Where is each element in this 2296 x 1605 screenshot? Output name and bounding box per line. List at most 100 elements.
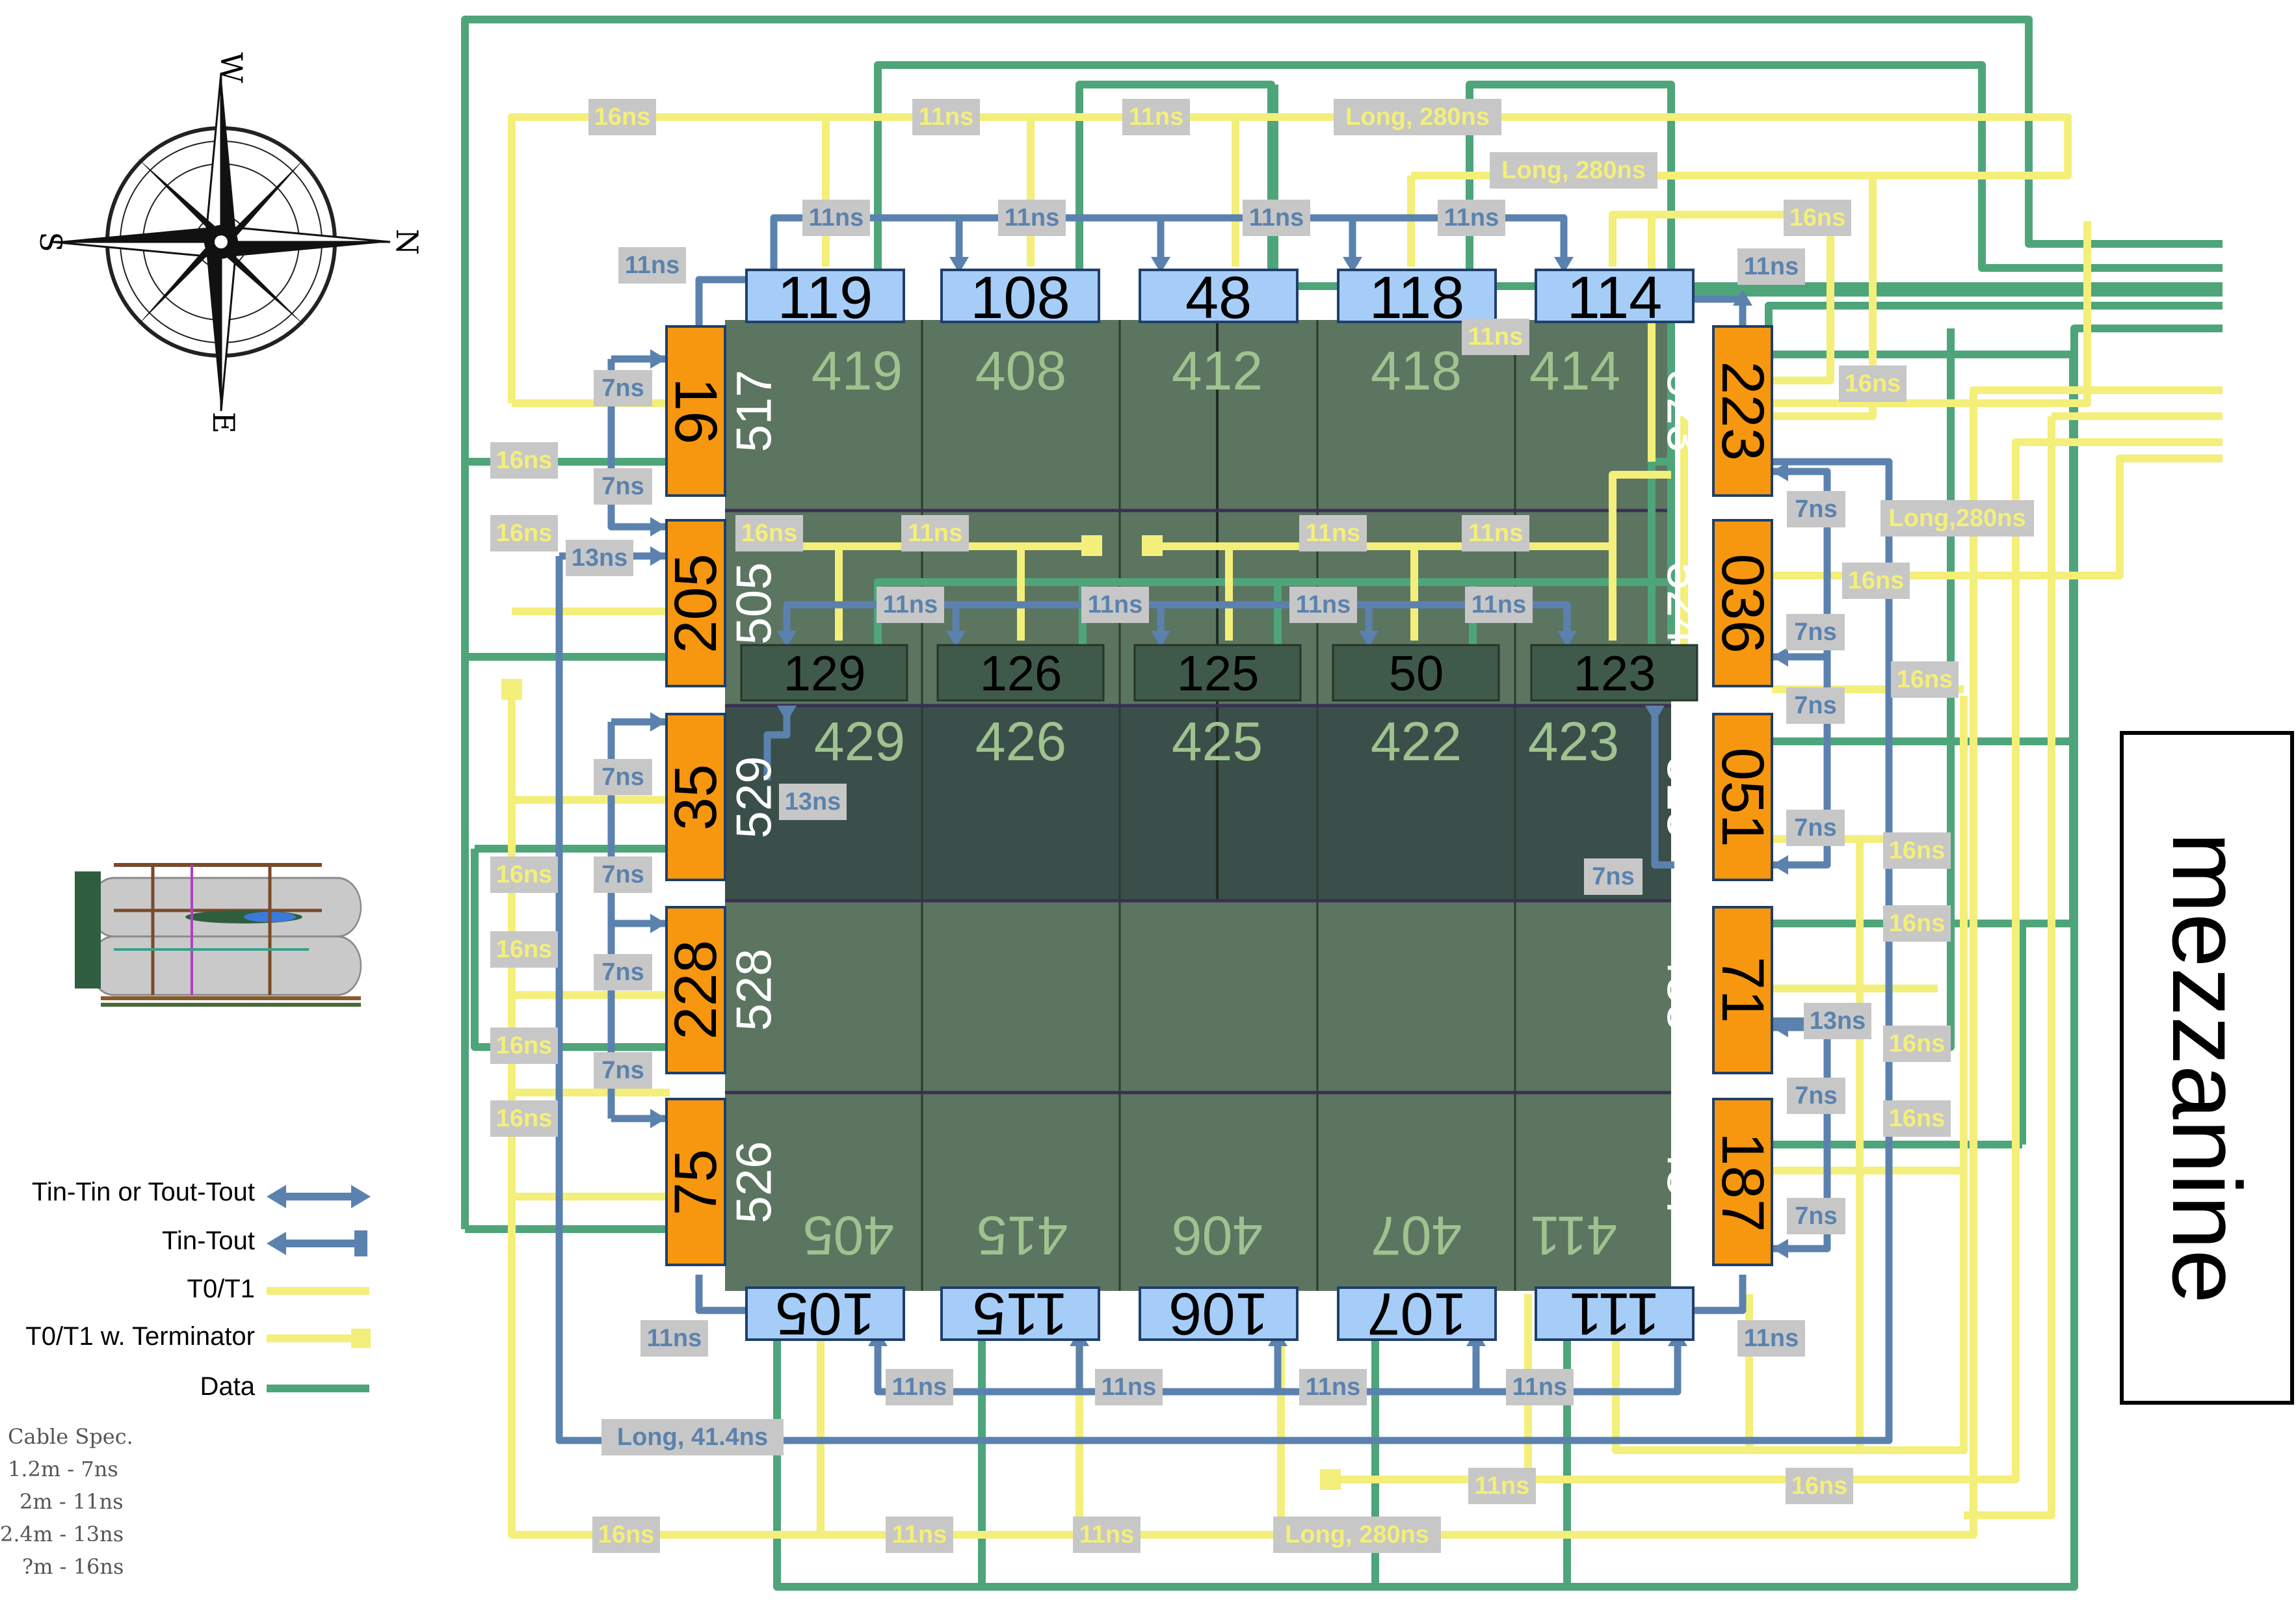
blue-cable-label-box [1289,587,1357,623]
blue-cable-label-box [1243,200,1310,236]
yellow-cable-label: 16ns [496,520,553,547]
compass-rose-icon: W E N S [33,52,425,433]
legend-item: T0/T1 w. Terminator [25,1322,371,1351]
legend-item: Data [200,1372,369,1401]
grid-label: 412 [1172,340,1263,401]
yellow-cable-label: 11ns [908,520,963,547]
top-module[interactable]: 48 [1139,265,1299,331]
blue-cable-label: 11ns [809,204,864,232]
yellow-cable-label-box [490,515,558,551]
yellow-cable-label: 16ns [1848,567,1905,594]
blue-cable-label-box [594,954,652,990]
right-module[interactable]: 036 524 [1657,519,1776,687]
yellow-cable-label-box [588,99,656,135]
blue-cable-label-box [1438,200,1505,236]
grid-label: 425 [1172,711,1263,772]
bottom-module[interactable]: 105 [745,1280,905,1347]
top-module[interactable]: 114 [1535,265,1695,331]
legend-label: T0/T1 [187,1275,255,1303]
yellow-cable-label: 16ns [1889,1105,1946,1132]
right-module[interactable]: 223 523 [1657,325,1776,497]
left-module-label: 16 [663,378,729,444]
left-module-inner: 528 [727,949,782,1031]
bottom-modules: 105 115 106 107 111 [745,1280,1695,1347]
yellow-cable-label-box [912,99,980,135]
top-modules: 119 108 48 118 114 [745,265,1695,331]
left-module[interactable]: 16 517 [663,325,782,497]
grid-label-row1: 419 408 412 418 414 [812,340,1620,401]
top-module-label: 119 [778,265,873,331]
data-cables [461,16,2223,1591]
blue-cable-label: 7ns [1794,692,1836,719]
blue-cable-label-box [594,370,652,406]
right-module[interactable]: 187 487 [1657,1098,1776,1266]
yellow-cable-label-box [490,856,558,893]
right-module[interactable]: 051 525 [1657,713,1776,881]
yellow-cable-label: 16ns [1897,666,1953,693]
right-module-inner: 487 [1657,1141,1712,1224]
blue-cable-label-box [886,1369,953,1405]
yellow-cable-label-box [1784,200,1851,236]
blue-cable-label: 11ns [1005,204,1060,232]
left-modules: 16 517 205 505 35 529 228 528 75 526 [663,325,782,1266]
yellow-cable-label: 16ns [741,520,798,547]
yellow-cable-label-box [1462,319,1529,355]
left-module-label: 228 [663,940,729,1040]
yellow-cable-label: 16ns [1791,1472,1848,1500]
blue-cable-label-box [594,856,652,893]
bottom-module[interactable]: 106 [1139,1280,1299,1347]
blue-cable-label: 7ns [601,473,644,500]
grid-label: 426 [975,711,1066,772]
mezzanine-label: mezzanine [2152,832,2262,1303]
blue-cable-label: 11ns [1296,591,1351,618]
cable-spec-line: 1.2m - 7ns [8,1457,118,1481]
right-module-inner: 525 [1657,756,1712,839]
middle-module-label: 126 [980,646,1062,702]
yellow-cable-label: Long, 280ns [1345,103,1490,131]
right-module-label: 036 [1709,553,1776,654]
blue-cable-label-box [877,587,944,623]
top-module[interactable]: 119 [745,265,905,331]
terminator-icon [351,1329,371,1348]
left-module[interactable]: 205 505 [663,519,782,687]
bottom-module[interactable]: 111 [1535,1280,1695,1347]
bottom-module-label: 111 [1569,1280,1660,1347]
grid-label: 408 [975,340,1066,401]
blue-cable-label-box [1095,1369,1163,1405]
yellow-cable-label-box [490,442,558,479]
left-module[interactable]: 35 529 [663,713,782,881]
double-arrow-icon [267,1185,286,1208]
blue-cable-label: 11ns [647,1325,702,1352]
blue-cable-label: 11ns [883,591,938,618]
right-module-label: 187 [1709,1132,1776,1232]
blue-cable-label: 7ns [601,959,644,986]
middle-module: 129 [740,644,908,702]
blue-cable-label-box [1787,1198,1845,1234]
grid-label: 429 [814,711,905,772]
right-module[interactable]: 71 488 [1657,906,1776,1074]
blue-cable-label-box [1584,858,1643,895]
legend-item: Tin-Tout [162,1227,367,1256]
yellow-cable-label-box [1468,1468,1536,1504]
blue-cable-label: 11ns [1088,591,1143,618]
blue-cable-label-box [1786,687,1845,724]
yellow-cable-label-box [886,1517,953,1553]
left-module[interactable]: 75 526 [663,1098,782,1266]
middle-module-label: 129 [784,646,866,702]
top-module-label: 118 [1369,265,1465,331]
blue-cable-label: 13ns [785,788,841,816]
bottom-module[interactable]: 107 [1337,1280,1497,1347]
bottom-module[interactable]: 115 [940,1280,1100,1347]
yellow-cable-label-box [1334,99,1501,135]
left-module-inner: 529 [727,756,782,839]
legend-label: T0/T1 w. Terminator [25,1322,255,1351]
grid-label-row3: 429 426 425 422 423 [814,711,1619,772]
top-module[interactable]: 118 [1337,265,1497,331]
yellow-cable-label: 16ns [1889,910,1946,937]
left-module[interactable]: 228 528 [663,906,782,1074]
blue-cable-label: 11ns [625,252,680,279]
top-module[interactable]: 108 [940,265,1100,331]
cable-spec-line: ?m - 16ns [22,1554,124,1579]
blue-cable-label: 11ns [892,1373,947,1401]
